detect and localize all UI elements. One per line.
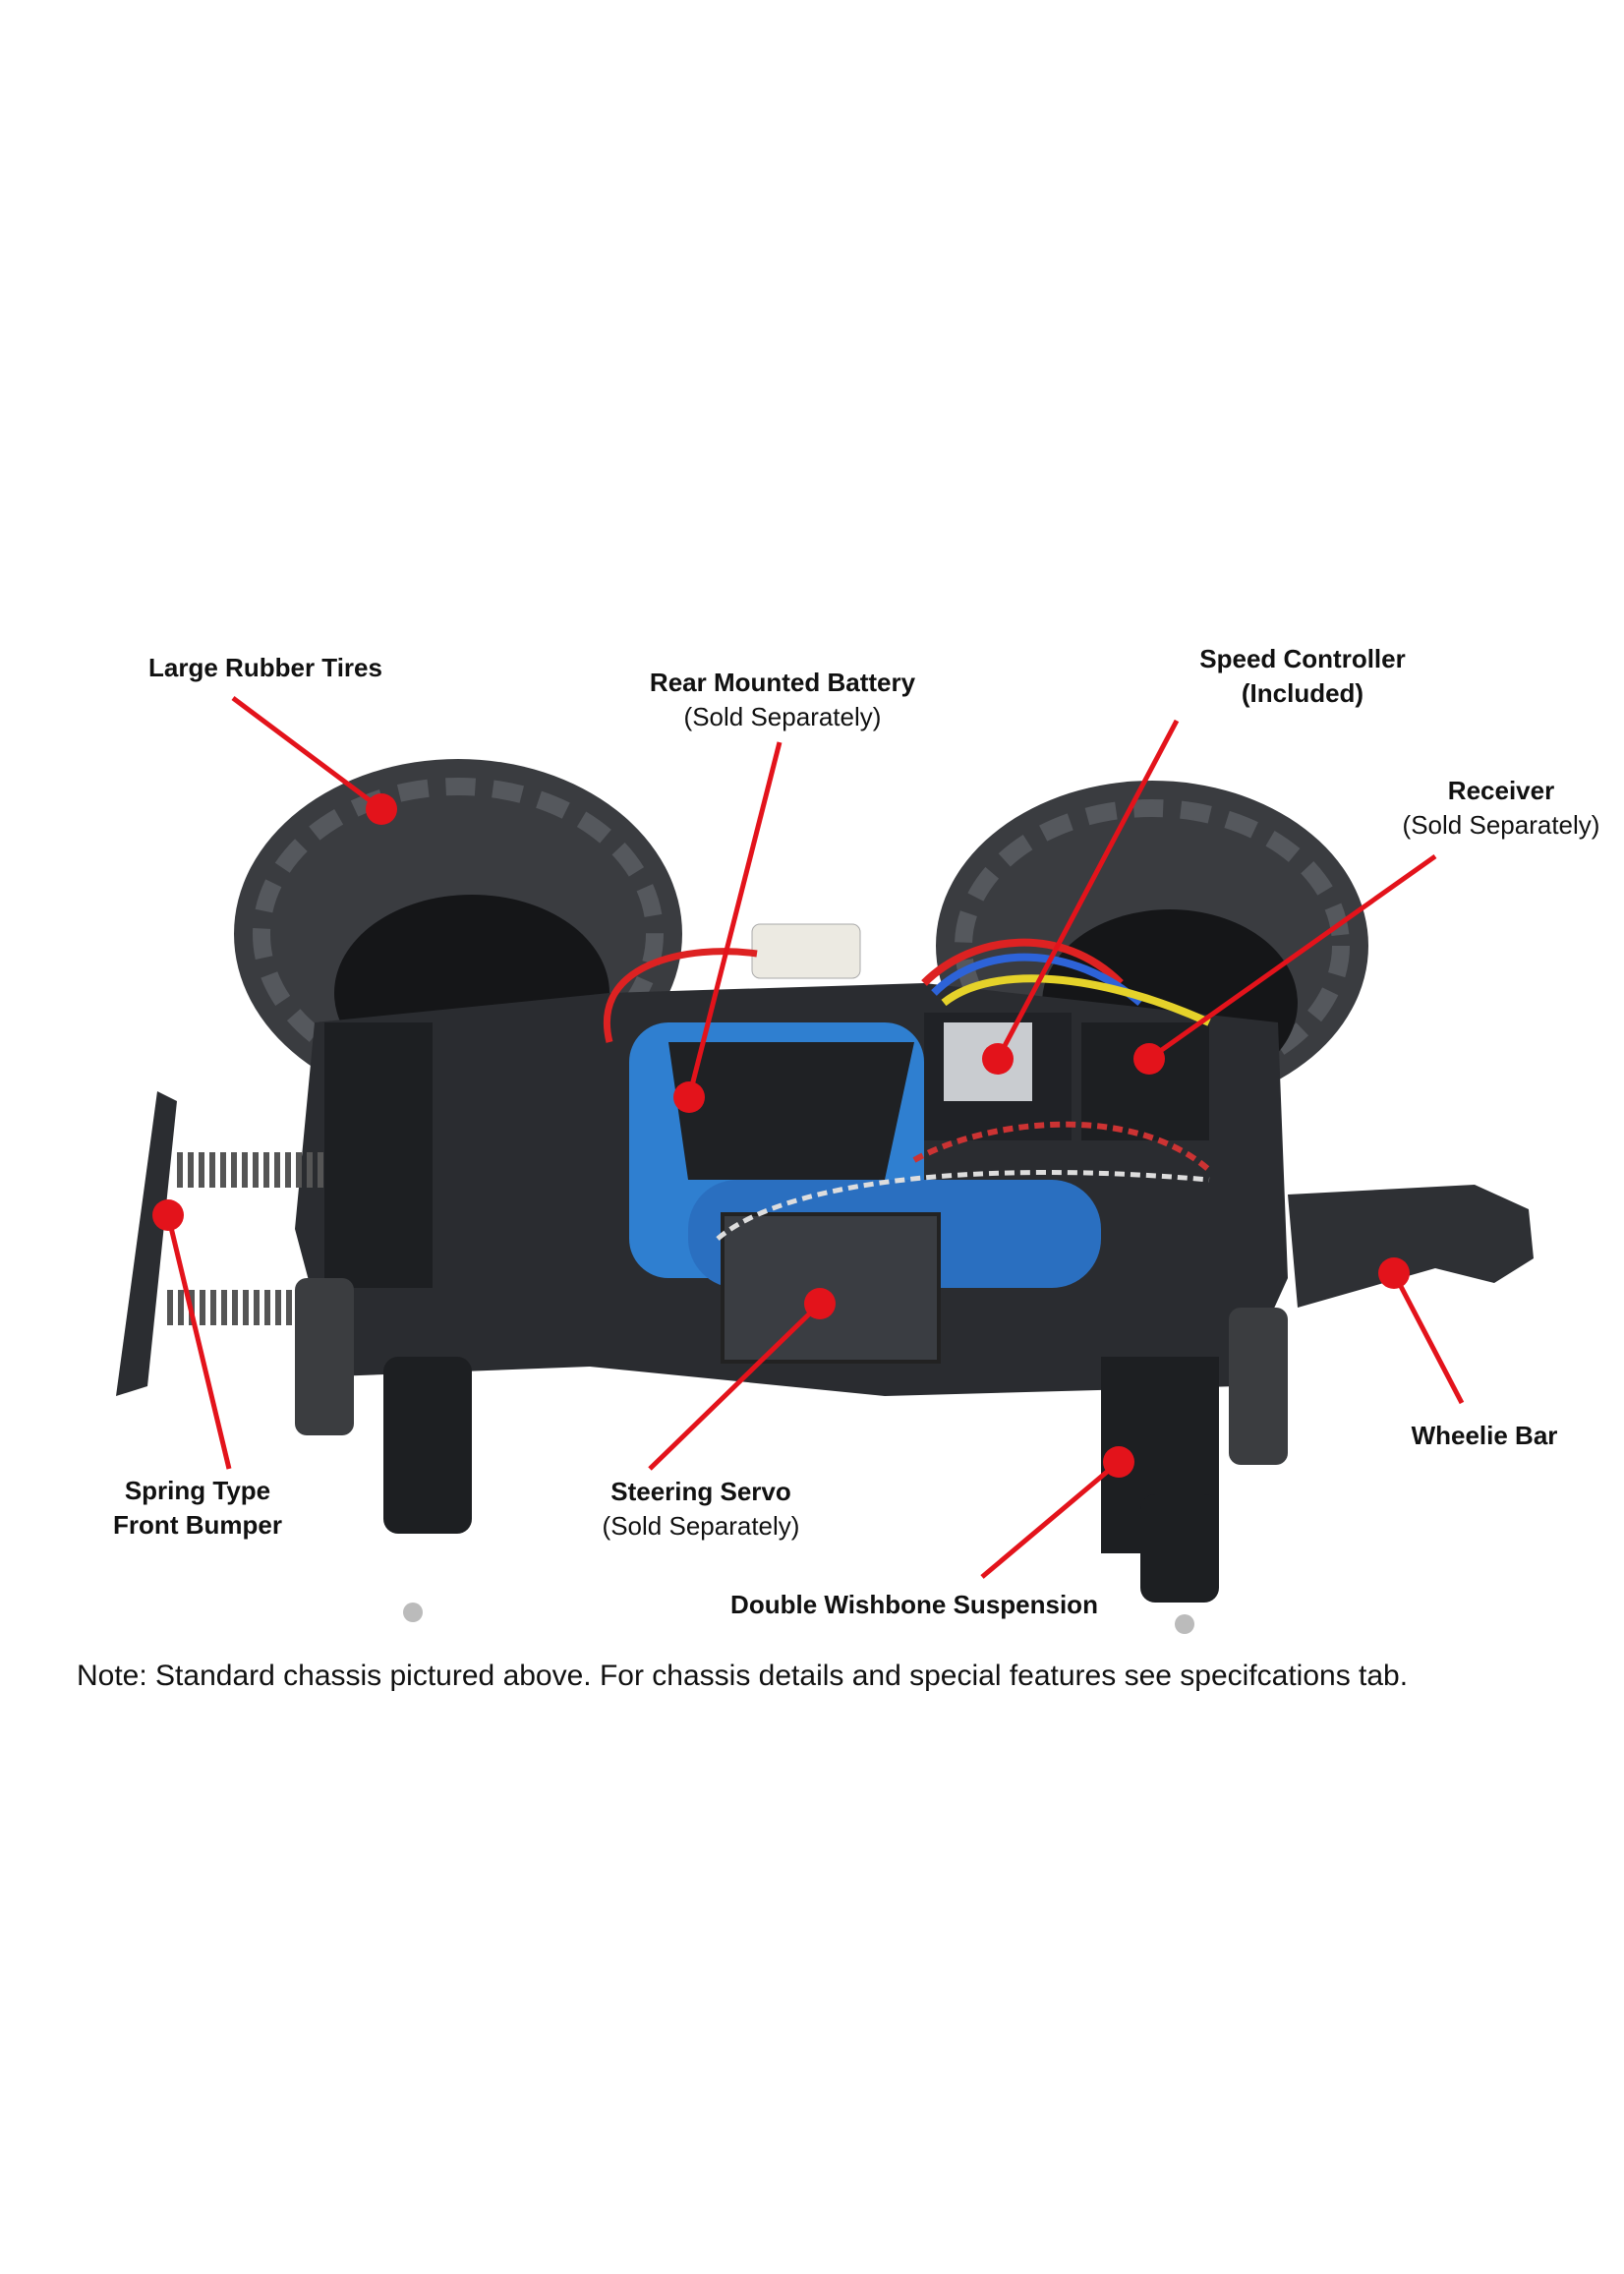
callout-double-wishbone-suspension: Double Wishbone Suspension (730, 1588, 1098, 1622)
callout-speed-controller: Speed Controller (Included) (1199, 642, 1405, 711)
callout-large-rubber-tires: Large Rubber Tires (148, 651, 382, 685)
rear-suspension (1101, 1308, 1288, 1634)
wheelie-bar (1288, 1185, 1534, 1308)
callout-title: Spring Type (124, 1476, 271, 1505)
front-suspension (295, 1022, 472, 1622)
callout-spring-type-front-bumper: Spring Type Front Bumper (113, 1474, 282, 1543)
callout-lines (152, 695, 1465, 1579)
callout-subtitle: (Sold Separately) (602, 1511, 800, 1541)
callout-title: Double Wishbone Suspension (730, 1590, 1098, 1619)
callout-title: Receiver (1447, 776, 1555, 805)
footnote: Note: Standard chassis pictured above. F… (77, 1660, 1409, 1692)
callout-title: Steering Servo (610, 1477, 791, 1506)
callout-subtitle: (Included) (1241, 678, 1364, 708)
chassis-body (295, 923, 1288, 1396)
callout-wheelie-bar: Wheelie Bar (1412, 1419, 1558, 1453)
callout-title: Rear Mounted Battery (649, 668, 916, 697)
callout-steering-servo: Steering Servo (Sold Separately) (603, 1475, 800, 1544)
callout-subtitle: (Sold Separately) (1402, 810, 1600, 840)
callout-title: Wheelie Bar (1411, 1421, 1558, 1450)
callout-rear-mounted-battery: Rear Mounted Battery (Sold Separately) (650, 666, 915, 734)
callout-title-line2: Front Bumper (113, 1510, 282, 1540)
callout-title: Speed Controller (1199, 644, 1406, 673)
callout-subtitle: (Sold Separately) (683, 702, 882, 731)
callout-title: Large Rubber Tires (148, 653, 382, 682)
callout-receiver: Receiver (Sold Separately) (1403, 774, 1600, 843)
